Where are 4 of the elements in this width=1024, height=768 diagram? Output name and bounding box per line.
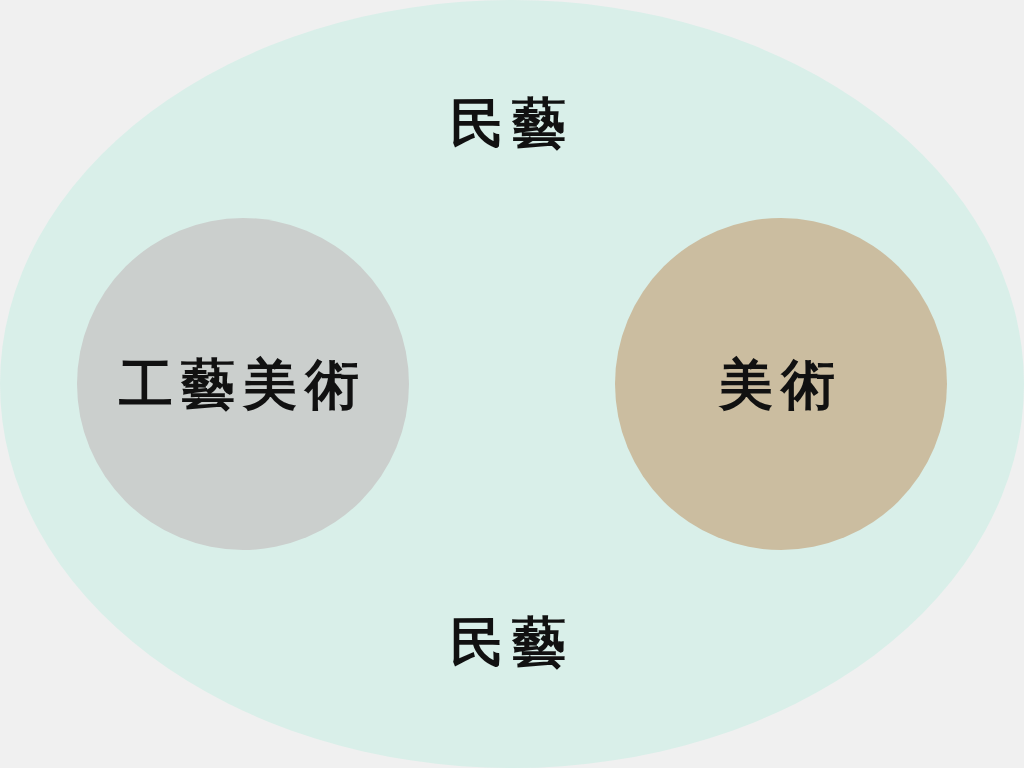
node-label: 工藝美術 — [119, 357, 367, 411]
node-label: 民藝 — [450, 615, 574, 669]
node-label: 民藝 — [450, 96, 574, 150]
node-label: 美術 — [719, 357, 843, 411]
